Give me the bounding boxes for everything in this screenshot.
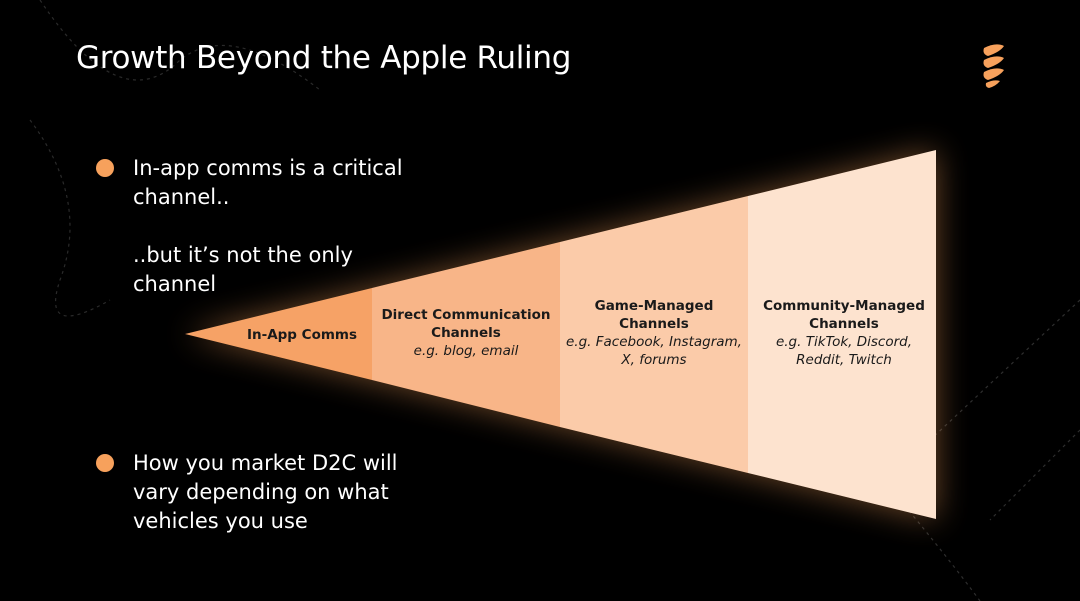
bullet-dot [96, 159, 114, 177]
segment-example: e.g. TikTok, Discord,Reddit, Twitch [775, 334, 913, 368]
funnel-segment-game-managed [560, 196, 748, 473]
funnel-segment-in-app [185, 288, 372, 380]
bullet-continuation: ..but it’s not the only channel [133, 243, 353, 296]
bullet-dot [96, 454, 114, 472]
slide-title: Growth Beyond the Apple Ruling [76, 40, 572, 76]
funnel-segment-community-managed [748, 150, 936, 519]
segment-name: In-App Comms [246, 327, 358, 343]
funnel-segment-direct [372, 242, 560, 427]
bullet-text: In-app comms is a critical channel.. [133, 156, 403, 209]
bullet-text: How you market D2C will vary depending o… [133, 451, 398, 533]
segment-example: e.g. blog, email [413, 343, 519, 359]
brand-logo-icon [983, 44, 1004, 88]
segment-label: In-App Comms [232, 326, 372, 344]
segment-example: e.g. Facebook, Instagram,X, forums [566, 334, 742, 368]
